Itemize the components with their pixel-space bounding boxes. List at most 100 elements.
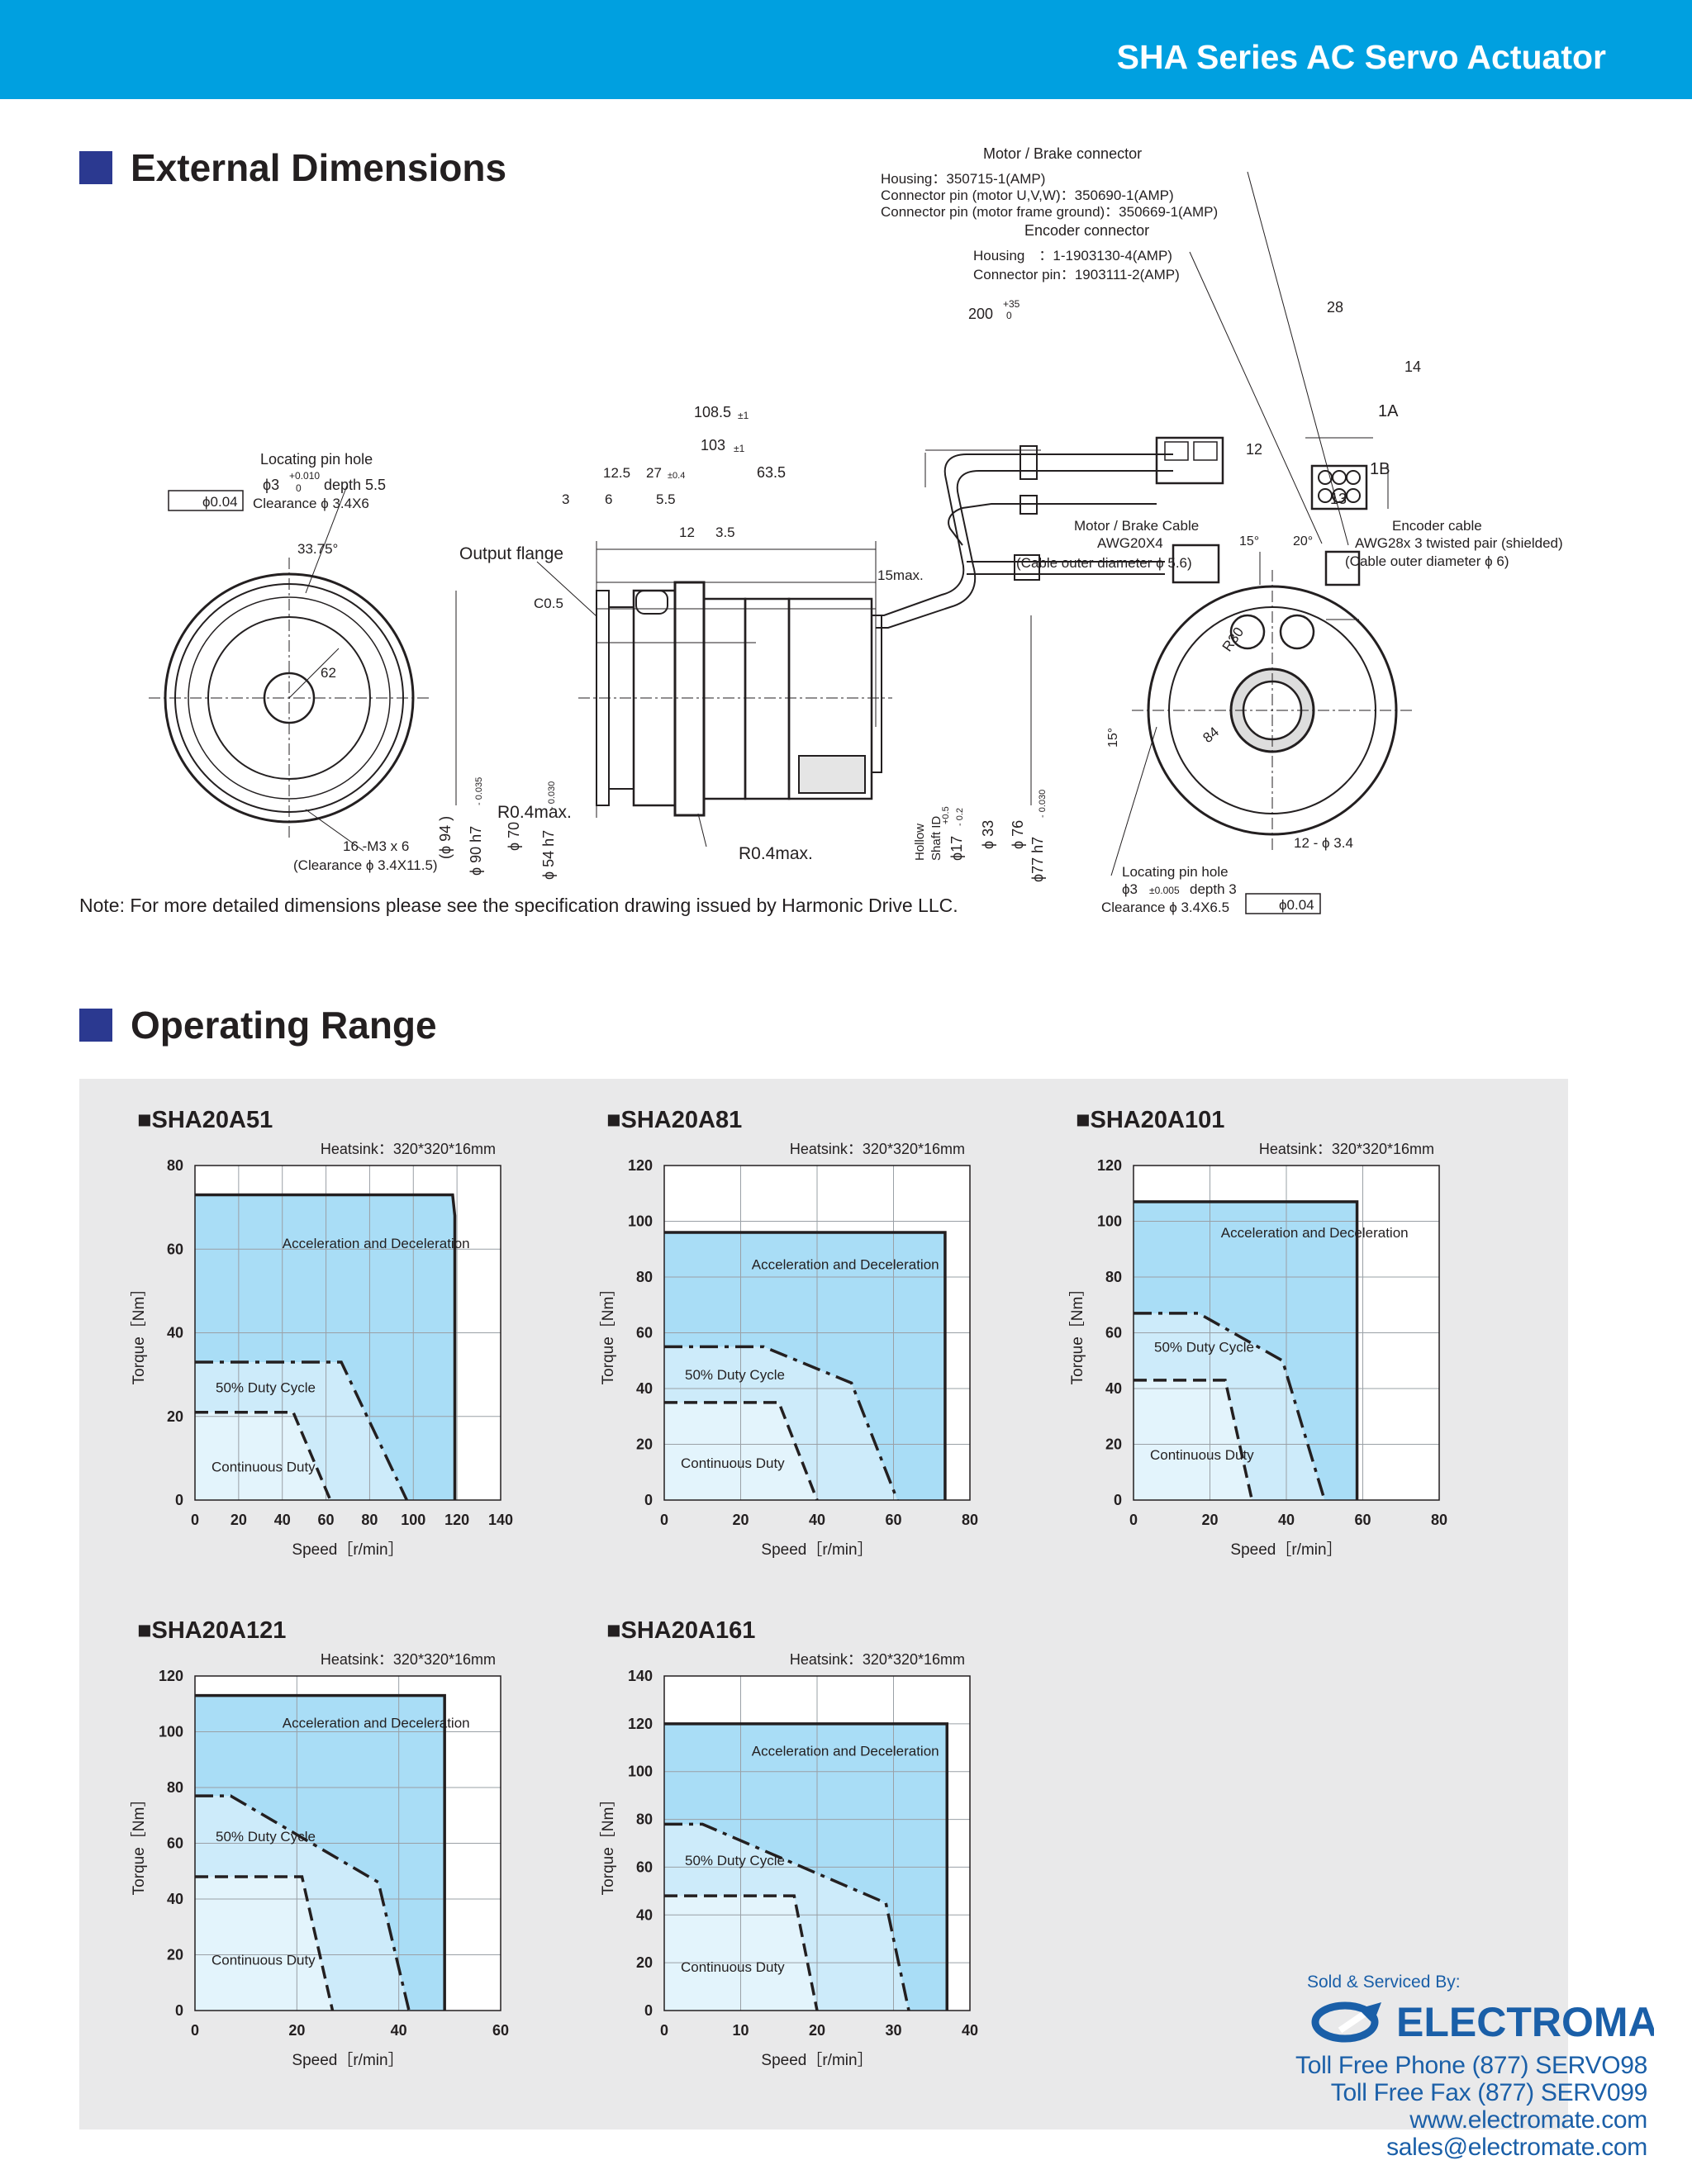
y-tick-label: 0 [644,2002,653,2019]
svg-text:33.75°: 33.75° [297,541,338,557]
svg-text:Housing ：1-1903130-4(AMP): Housing ：1-1903130-4(AMP) [973,248,1172,264]
svg-text:depth 5.5: depth 5.5 [324,477,386,493]
y-tick-label: 0 [644,1492,653,1508]
svg-text:1B: 1B [1370,460,1390,478]
svg-text:Connector pin (motor U,V,W)：35: Connector pin (motor U,V,W)：350690-1(AMP… [881,188,1174,203]
svg-text:±0.4: ±0.4 [668,471,685,481]
y-tick-label: 0 [1114,1492,1122,1508]
svg-text:- 0.2: - 0.2 [955,808,965,826]
svg-text:15max.: 15max. [877,567,924,583]
x-axis-label: Speed［r/min］ [292,2051,403,2069]
svg-text:12 - ϕ 3.4: 12 - ϕ 3.4 [1294,835,1353,851]
x-tick-label: 40 [274,1512,291,1528]
y-tick-label: 40 [636,1906,653,1923]
svg-text:15°: 15° [1239,534,1259,548]
svg-text:Output flange: Output flange [459,544,563,563]
heatsink-annotation: Heatsink：320*320*16mm [321,1651,496,1668]
encoder-front-icon [1324,550,1361,586]
y-tick-label: 40 [167,1325,183,1341]
y-tick-label: 60 [636,1859,653,1875]
y-tick-label: 80 [636,1811,653,1828]
svg-text:63.5: 63.5 [757,464,786,481]
svg-text:+0.5: +0.5 [941,806,951,824]
y-axis-label: Torque［Nm］ [599,1281,617,1385]
y-tick-label: 120 [628,1157,653,1174]
series-line-1 [1134,1312,1326,1501]
svg-text:12: 12 [679,525,695,540]
section-operating-range: Operating Range [79,1003,437,1047]
x-tick-label: 20 [231,1512,247,1528]
x-tick-label: 80 [1431,1512,1447,1528]
series-label: Acceleration and Deceleration [752,1744,939,1759]
svg-text:±1: ±1 [734,443,745,454]
series-line-2 [1134,1379,1254,1501]
svg-text:Locating pin hole: Locating pin hole [260,451,373,468]
svg-text:+35: +35 [1003,298,1020,310]
series-line-0 [195,1693,446,2011]
x-tick-label: 20 [732,1512,749,1528]
plot-frame [663,1675,971,2011]
y-axis-label: Torque［Nm］ [1068,1281,1086,1385]
section-external-dimensions: External Dimensions [79,145,506,190]
series-line-1 [195,1360,408,1501]
svg-text:Locating pin hole: Locating pin hole [1122,864,1229,880]
motor-connector-icon [1155,436,1224,485]
contact-fax[interactable]: Toll Free Fax (877) SERV099 [1330,2079,1648,2106]
svg-text:- 0.035: - 0.035 [474,777,484,805]
contact-email[interactable]: sales@electromate.com [1386,2134,1647,2161]
y-tick-label: 80 [1105,1269,1122,1285]
series-line-0 [1134,1200,1359,1500]
x-tick-label: 20 [809,2022,825,2039]
chart-title: ■SHA20A101 [1076,1107,1225,1133]
svg-text:ϕ3: ϕ3 [1122,881,1138,897]
section-square-icon [79,1009,112,1042]
svg-text:Encoder cable: Encoder cable [1392,518,1482,534]
x-tick-label: 0 [660,2022,668,2039]
svg-text:R30: R30 [1219,624,1247,654]
y-tick-label: 120 [1097,1157,1122,1174]
y-tick-label: 100 [159,1724,183,1740]
svg-text:ϕ 70: ϕ 70 [506,822,522,851]
svg-text:+0.010: +0.010 [289,470,320,482]
plot-frame [663,1165,971,1501]
svg-text:ϕ77 h7: ϕ77 h7 [1029,837,1046,882]
series-label: Acceleration and Deceleration [1221,1225,1409,1241]
series-area-2 [195,1412,330,1500]
chart-title: ■SHA20A121 [137,1617,287,1644]
series-label: 50% Duty Cycle [216,1379,316,1395]
svg-text:AWG20X4: AWG20X4 [1097,535,1163,551]
svg-text:Connector pin：1903111-2(AMP): Connector pin：1903111-2(AMP) [973,267,1180,282]
svg-text:(Cable outer diameter ϕ 6): (Cable outer diameter ϕ 6) [1345,553,1509,569]
svg-text:12.5: 12.5 [603,465,630,481]
series-label: 50% Duty Cycle [685,1367,785,1383]
x-axis-label: Speed［r/min］ [1230,1541,1342,1559]
svg-text:16 -M3 x 6: 16 -M3 x 6 [343,838,409,854]
section-title: Operating Range [131,1004,437,1047]
series-area-2 [195,1877,333,2011]
svg-text:ϕ 54 h7: ϕ 54 h7 [540,830,557,880]
series-label: Continuous Duty [212,1952,316,1968]
x-tick-label: 60 [885,1512,901,1528]
x-tick-label: 60 [318,1512,335,1528]
svg-text:Housing：350715-1(AMP): Housing：350715-1(AMP) [881,171,1045,187]
contact-website[interactable]: www.electromate.com [1409,2106,1647,2134]
y-tick-label: 80 [636,1269,653,1285]
svg-text:13: 13 [1330,491,1347,507]
x-tick-label: 0 [1129,1512,1138,1528]
svg-text:AWG28x 3 twisted pair (shielde: AWG28x 3 twisted pair (shielded) [1355,535,1563,551]
contact-phone[interactable]: Toll Free Phone (877) SERVO98 [1295,2052,1647,2079]
y-tick-label: 40 [167,1891,183,1907]
chart-title: ■SHA20A161 [606,1617,756,1644]
external-dimensions-drawing: Motor / Brake connector Housing：350715-1… [149,145,1563,915]
x-tick-label: 10 [732,2022,749,2039]
y-tick-label: 20 [636,1954,653,1971]
y-tick-label: 100 [628,1764,653,1780]
svg-text:ϕ3: ϕ3 [263,477,279,493]
x-tick-label: 80 [361,1512,378,1528]
